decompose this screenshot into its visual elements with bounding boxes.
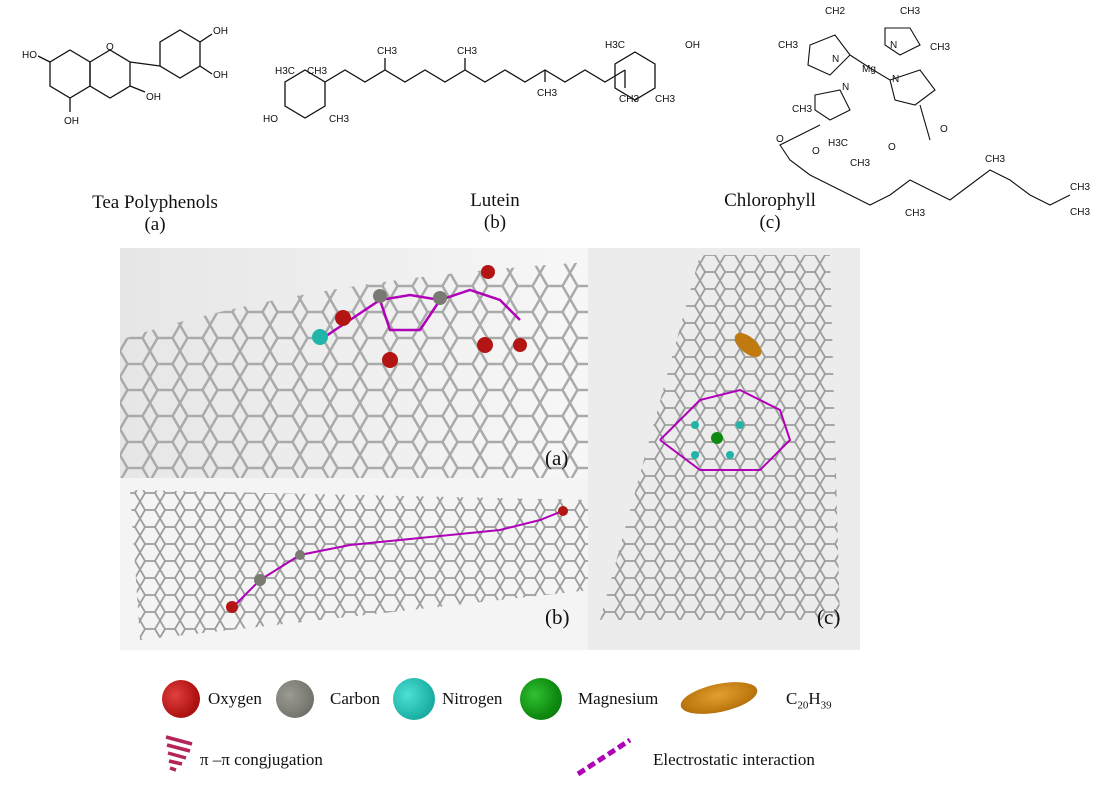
atom-label: CH3 (619, 94, 639, 105)
atom-label: CH2 (825, 6, 845, 17)
atom-label: O (812, 146, 820, 157)
atom-label: CH3 (307, 66, 327, 77)
atom-label: HO (263, 114, 278, 125)
atom-label: CH3 (537, 88, 557, 99)
atom-label: O (776, 134, 784, 145)
atom-label: OH (213, 70, 228, 81)
lutein-structure: H3C CH3 CH3 CH3 HO CH3 H3C OH CH3 CH3 CH… (263, 40, 700, 125)
atom-label: O (106, 42, 114, 53)
legend-label-c20h39: C20H39 (786, 689, 832, 712)
atom-label: O (888, 142, 896, 153)
oxygen-swatch-icon (162, 680, 200, 718)
legend-label-magnesium: Magnesium (578, 689, 659, 708)
atom-label: CH3 (792, 104, 812, 115)
atom-label: N (892, 74, 899, 85)
magnesium-swatch-icon (520, 678, 562, 720)
atom-label: CH3 (985, 154, 1005, 165)
atom-label: OH (685, 40, 700, 51)
atom-label: H3C (828, 138, 848, 149)
panel-c-image (588, 248, 860, 650)
atom-label: OH (64, 116, 79, 127)
atom-label: OH (146, 92, 161, 103)
chlorophyll-structure: CH2 CH3 CH3 CH3 N Mg N N N CH3 O O H3C O… (776, 6, 1090, 219)
atom-label: Mg (862, 64, 876, 75)
atom-label: CH3 (778, 40, 798, 51)
panel-a-image (120, 248, 590, 478)
nitrogen-swatch-icon (393, 678, 435, 720)
atom-label: CH3 (1070, 207, 1090, 218)
tea-polyphenols-caption: Tea Polyphenols(a) (92, 192, 218, 235)
panel-b-label: (b) (545, 605, 570, 629)
atom-label: H3C (605, 40, 625, 51)
tea-polyphenols-structure: HO O OH OH OH OH (22, 26, 228, 127)
legend-label-carbon: Carbon (330, 689, 381, 708)
atom-label: N (832, 54, 839, 65)
atom-label: CH3 (900, 6, 920, 17)
legend-label-pi-pi: π –π congjugation (200, 750, 323, 769)
atom-label: CH3 (457, 46, 477, 57)
carbon-swatch-icon (276, 680, 314, 718)
atom-label: OH (213, 26, 228, 37)
lutein-caption: Lutein(b) (470, 190, 520, 233)
legend-label-nitrogen: Nitrogen (442, 689, 503, 708)
atom-label: CH3 (930, 42, 950, 53)
atom-label: CH3 (655, 94, 675, 105)
atom-label: N (842, 82, 849, 93)
panel-a-label: (a) (545, 446, 569, 470)
atom-label: CH3 (850, 158, 870, 169)
atom-label: N (890, 40, 897, 51)
legend-label-electrostatic: Electrostatic interaction (653, 750, 815, 769)
pi-pi-conjugation-icon (165, 735, 193, 772)
panel-c-label: (c) (817, 605, 841, 629)
atom-label: O (940, 124, 948, 135)
atom-label: CH3 (905, 208, 925, 219)
legend-label-oxygen: Oxygen (208, 689, 262, 708)
panel-b-image (120, 478, 590, 650)
atom-label: H3C (275, 66, 295, 77)
electrostatic-interaction-icon (576, 737, 632, 777)
atom-label: CH3 (377, 46, 397, 57)
atom-label: HO (22, 50, 37, 61)
chlorophyll-caption: Chlorophyll(c) (724, 190, 816, 233)
atom-label: CH3 (1070, 182, 1090, 193)
atom-label: CH3 (329, 114, 349, 125)
